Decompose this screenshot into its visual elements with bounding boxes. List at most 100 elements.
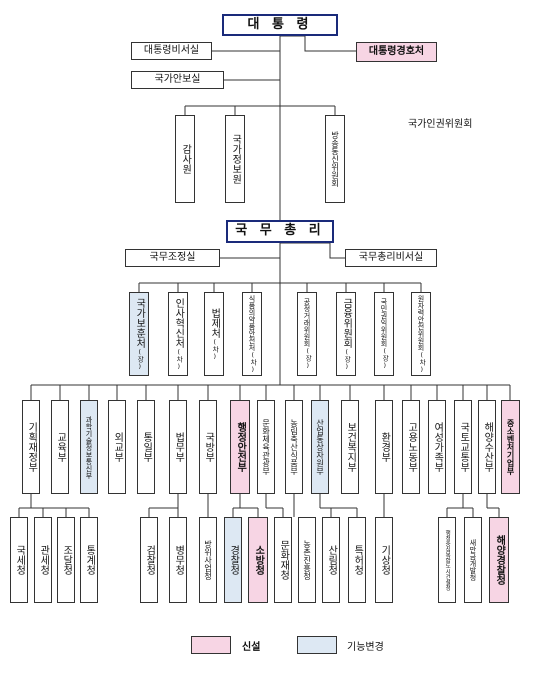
legend-new-label: 신설 <box>242 642 261 653</box>
ministry-box: 법무부 <box>169 400 187 494</box>
policy-coordination-label: 국무조정실 <box>149 252 196 264</box>
agency-label: 경찰청 <box>227 545 239 575</box>
ministry-label: 고용노동부 <box>405 422 417 472</box>
agency-label: 문화재청 <box>277 540 289 580</box>
agency-label: 관세청 <box>37 545 49 575</box>
ministry-box: 산업통상자원부 <box>311 400 329 494</box>
ministry-label: 행정안전부 <box>234 422 246 472</box>
ministry-box: 환경부 <box>375 400 393 494</box>
ministry-box: 문화체육관광부 <box>257 400 275 494</box>
agency-box: 조달청 <box>57 517 75 603</box>
ministry-box: 여성가족부 <box>428 400 446 494</box>
nis-box: 국가정보원 <box>225 115 245 203</box>
pm-agency-kftc: 공정거래위원회(장) <box>297 292 317 376</box>
kcc-box: 방송통신위원회 <box>325 115 345 203</box>
agency-box: 검찰청 <box>140 517 158 603</box>
ministry-box: 중소벤처기업부 <box>501 400 520 494</box>
ministry-label: 보건복지부 <box>344 422 356 472</box>
ministry-box: 고용노동부 <box>402 400 420 494</box>
pm-secretariat-label: 국무총리비서실 <box>358 252 424 264</box>
pm-agency-mfds: 식품의약품안전처(차) <box>242 292 262 376</box>
ministry-label: 여성가족부 <box>431 422 443 472</box>
pm-agency-name: 인사혁신처 <box>172 297 184 348</box>
nis-label: 국가정보원 <box>229 134 241 184</box>
pm-agency-acrc: 국민권익위원회(장) <box>374 292 394 376</box>
policy-coordination-box: 국무조정실 <box>125 249 220 267</box>
national-security-box: 국가안보실 <box>131 71 224 89</box>
agency-box: 산림청 <box>322 517 340 603</box>
ministry-box: 통일부 <box>137 400 155 494</box>
agency-label: 방위사업청 <box>203 540 213 580</box>
agency-label: 조달청 <box>60 545 72 575</box>
agency-box: 기상청 <box>375 517 393 603</box>
ministry-label: 중소벤처기업부 <box>506 419 516 475</box>
pm-agency-fsc: 금융위원회(장) <box>336 292 356 376</box>
agency-box: 새만금개발청 <box>464 517 482 603</box>
agency-box: 농촌진흥청 <box>298 517 316 603</box>
legend-changed-swatch <box>297 636 337 654</box>
president-box: 대 통 령 <box>222 14 338 36</box>
ministry-box: 국방부 <box>199 400 217 494</box>
ministry-label: 과학기술정보통신부 <box>85 415 94 479</box>
agency-box: 병무청 <box>169 517 187 603</box>
bai-box: 감사원 <box>175 115 195 203</box>
pm-agency-tag: (장) <box>135 347 144 371</box>
agency-box: 특허청 <box>348 517 366 603</box>
ministry-label: 교육부 <box>54 432 66 462</box>
pm-agency-tag: (차) <box>417 350 426 374</box>
pm-agency-nssc: 원자력안전위원회(차) <box>411 292 431 376</box>
agency-label: 농촌진흥청 <box>302 540 312 580</box>
ministry-label: 기획재정부 <box>25 422 37 472</box>
agency-label: 기상청 <box>378 545 390 575</box>
ministry-box: 국토교통부 <box>454 400 472 494</box>
agency-label: 국세청 <box>13 545 25 575</box>
agency-box: 해양경찰청 <box>489 517 509 603</box>
pm-agency-moleg: 법제처(차) <box>204 292 224 376</box>
ministry-label: 문화체육관광부 <box>261 419 271 475</box>
ministry-box: 기획재정부 <box>22 400 40 494</box>
pm-agency-mpva: 국가보훈처(장) <box>129 292 149 376</box>
pm-secretariat-box: 국무총리비서실 <box>345 249 437 267</box>
ministry-box: 외교부 <box>108 400 126 494</box>
agency-label: 소방청 <box>252 545 264 575</box>
pm-agency-tag: (차) <box>248 350 257 374</box>
ministry-label: 법무부 <box>172 432 184 462</box>
agency-label: 병무청 <box>172 545 184 575</box>
agency-box: 방위사업청 <box>199 517 217 603</box>
ministry-label: 통일부 <box>140 432 152 462</box>
ministry-label: 해양수산부 <box>481 422 493 472</box>
human-rights-label: 국가인권위원회 <box>408 119 473 130</box>
ministry-box: 농림축산식품부 <box>285 400 303 494</box>
pm-label: 국 무 총 리 <box>235 223 325 239</box>
presidential-security-box: 대통령경호처 <box>356 42 437 62</box>
ministry-label: 국토교통부 <box>457 422 469 472</box>
agency-label: 산림청 <box>325 545 337 575</box>
ministry-label: 외교부 <box>111 432 123 462</box>
pm-agency-tag: (장) <box>303 347 312 370</box>
pm-agency-name: 공정거래위원회 <box>303 298 312 348</box>
agency-label: 행정중심복합도시건설청 <box>444 529 451 591</box>
agency-box: 경찰청 <box>224 517 242 603</box>
pm-agency-name: 금융위원회 <box>340 297 352 348</box>
ministry-label: 농림축산식품부 <box>289 419 299 475</box>
kcc-label: 방송통신위원회 <box>330 131 340 187</box>
ministry-box: 과학기술정보통신부 <box>80 400 98 494</box>
pm-agency-name: 법제처 <box>208 307 220 338</box>
agency-box: 관세청 <box>34 517 52 603</box>
ministry-box: 교육부 <box>51 400 69 494</box>
ministry-box: 행정안전부 <box>230 400 250 494</box>
ministry-box: 보건복지부 <box>341 400 359 494</box>
ministry-box: 해양수산부 <box>478 400 496 494</box>
chief-of-staff-box: 대통령비서실 <box>131 42 212 60</box>
ministry-label: 산업통상자원부 <box>315 419 325 475</box>
pm-agency-name: 식품의약품안전처 <box>248 294 257 351</box>
agency-box: 국세청 <box>10 517 28 603</box>
pm-agency-mpm: 인사혁신처(차) <box>168 292 188 376</box>
legend-changed-label: 기능변경 <box>347 642 384 653</box>
pm-agency-tag: (차) <box>174 347 183 371</box>
bai-label: 감사원 <box>179 144 191 174</box>
ministry-label: 환경부 <box>378 432 390 462</box>
pm-agency-tag: (장) <box>380 347 389 370</box>
